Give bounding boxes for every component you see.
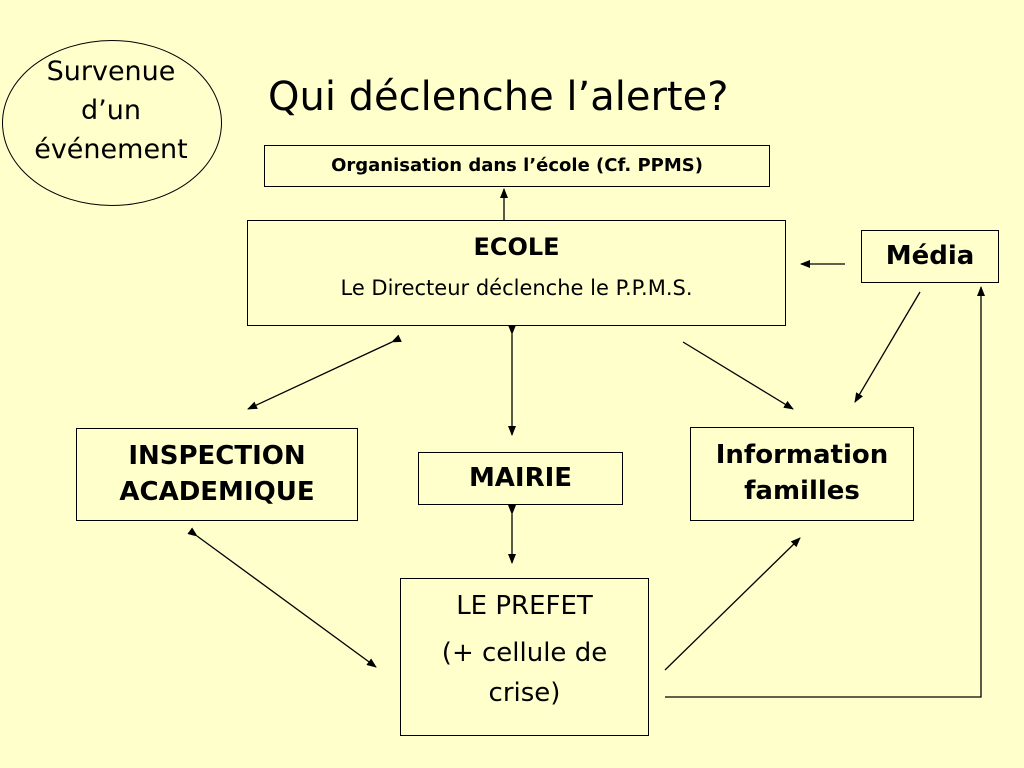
prefet-box: LE PREFET (+ cellule de crise) [400, 578, 649, 736]
event-ellipse [2, 40, 222, 206]
arrow-inspection-prefet [187, 527, 377, 668]
arrow-ecole-to-information [682, 341, 794, 410]
media-box: Média [861, 230, 999, 283]
event-label: Survenue d’un événement [34, 56, 188, 165]
arrow-prefet-to-media [665, 286, 985, 698]
mairie-box: MAIRIE [418, 452, 623, 505]
page-title: Qui déclenche l’alerte? [268, 74, 729, 120]
arrow-prefet-to-information [664, 537, 801, 671]
arrow-media-to-information [854, 291, 921, 403]
prefet-text: (+ cellule de crise) [441, 638, 608, 708]
ecole-box: ECOLE Le Directeur déclenche le P.P.M.S. [247, 220, 786, 326]
arrow-ecole-inspection [247, 334, 402, 410]
prefet-heading: LE PREFET [456, 591, 593, 621]
inspection-box: INSPECTION ACADEMIQUE [76, 428, 358, 521]
information-box: Information familles [690, 427, 914, 521]
ecole-text: Le Directeur déclenche le P.P.M.S. [340, 276, 693, 300]
ecole-heading: ECOLE [473, 233, 560, 261]
organisation-box: Organisation dans l’école (Cf. PPMS) [264, 145, 770, 187]
